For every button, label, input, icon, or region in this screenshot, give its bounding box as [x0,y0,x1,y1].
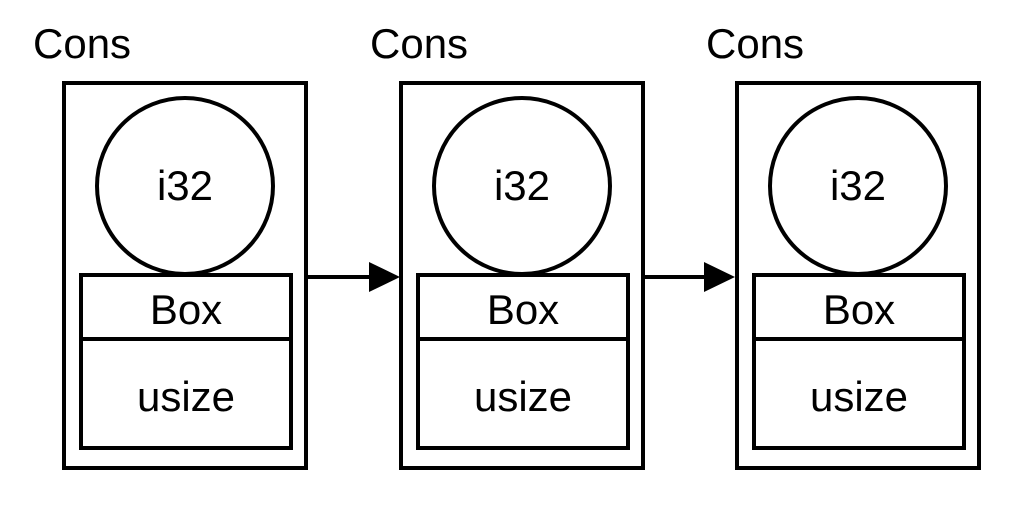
cons-node-1: Cons i32 Box usize [33,20,308,470]
arrow-shaft [308,275,372,279]
cons-node-3-pointer-rect: Box usize [752,273,966,450]
cons-node-1-value: i32 [156,162,214,209]
arrow-node2-to-node3 [645,262,735,292]
arrow-head-icon [369,262,400,292]
cons-node-3-pointer-label: usize [809,372,909,420]
cons-node-3-value: i32 [829,162,887,209]
cons-node-1-value-circle: i32 [95,96,275,276]
cons-node-3-cell: i32 Box usize [735,81,981,470]
cons-node-2-value-circle: i32 [432,96,612,276]
cons-node-2-label: Cons [370,20,469,67]
arrow-head-icon [704,262,735,292]
cons-node-3-label: Cons [706,20,805,67]
cons-node-3: Cons i32 Box usize [706,20,981,470]
cons-node-3-value-circle: i32 [768,96,948,276]
cons-node-1-pointer-label: usize [136,372,236,420]
arrow-node1-to-node2 [308,262,400,292]
cons-node-2-cell: i32 Box usize [399,81,645,470]
cons-node-2-pointer-label: usize [473,372,573,420]
arrow-shaft [645,275,707,279]
cons-node-1-pointer-rect: Box usize [79,273,293,450]
cons-node-2-box-label: Box [420,277,626,341]
cons-node-1-cell: i32 Box usize [62,81,308,470]
cons-node-2-pointer-rect: Box usize [416,273,630,450]
cons-node-2-value: i32 [493,162,551,209]
cons-node-3-box-label: Box [756,277,962,341]
cons-node-1-label: Cons [33,20,132,67]
cons-node-1-box-label: Box [83,277,289,341]
cons-node-2: Cons i32 Box usize [370,20,645,470]
